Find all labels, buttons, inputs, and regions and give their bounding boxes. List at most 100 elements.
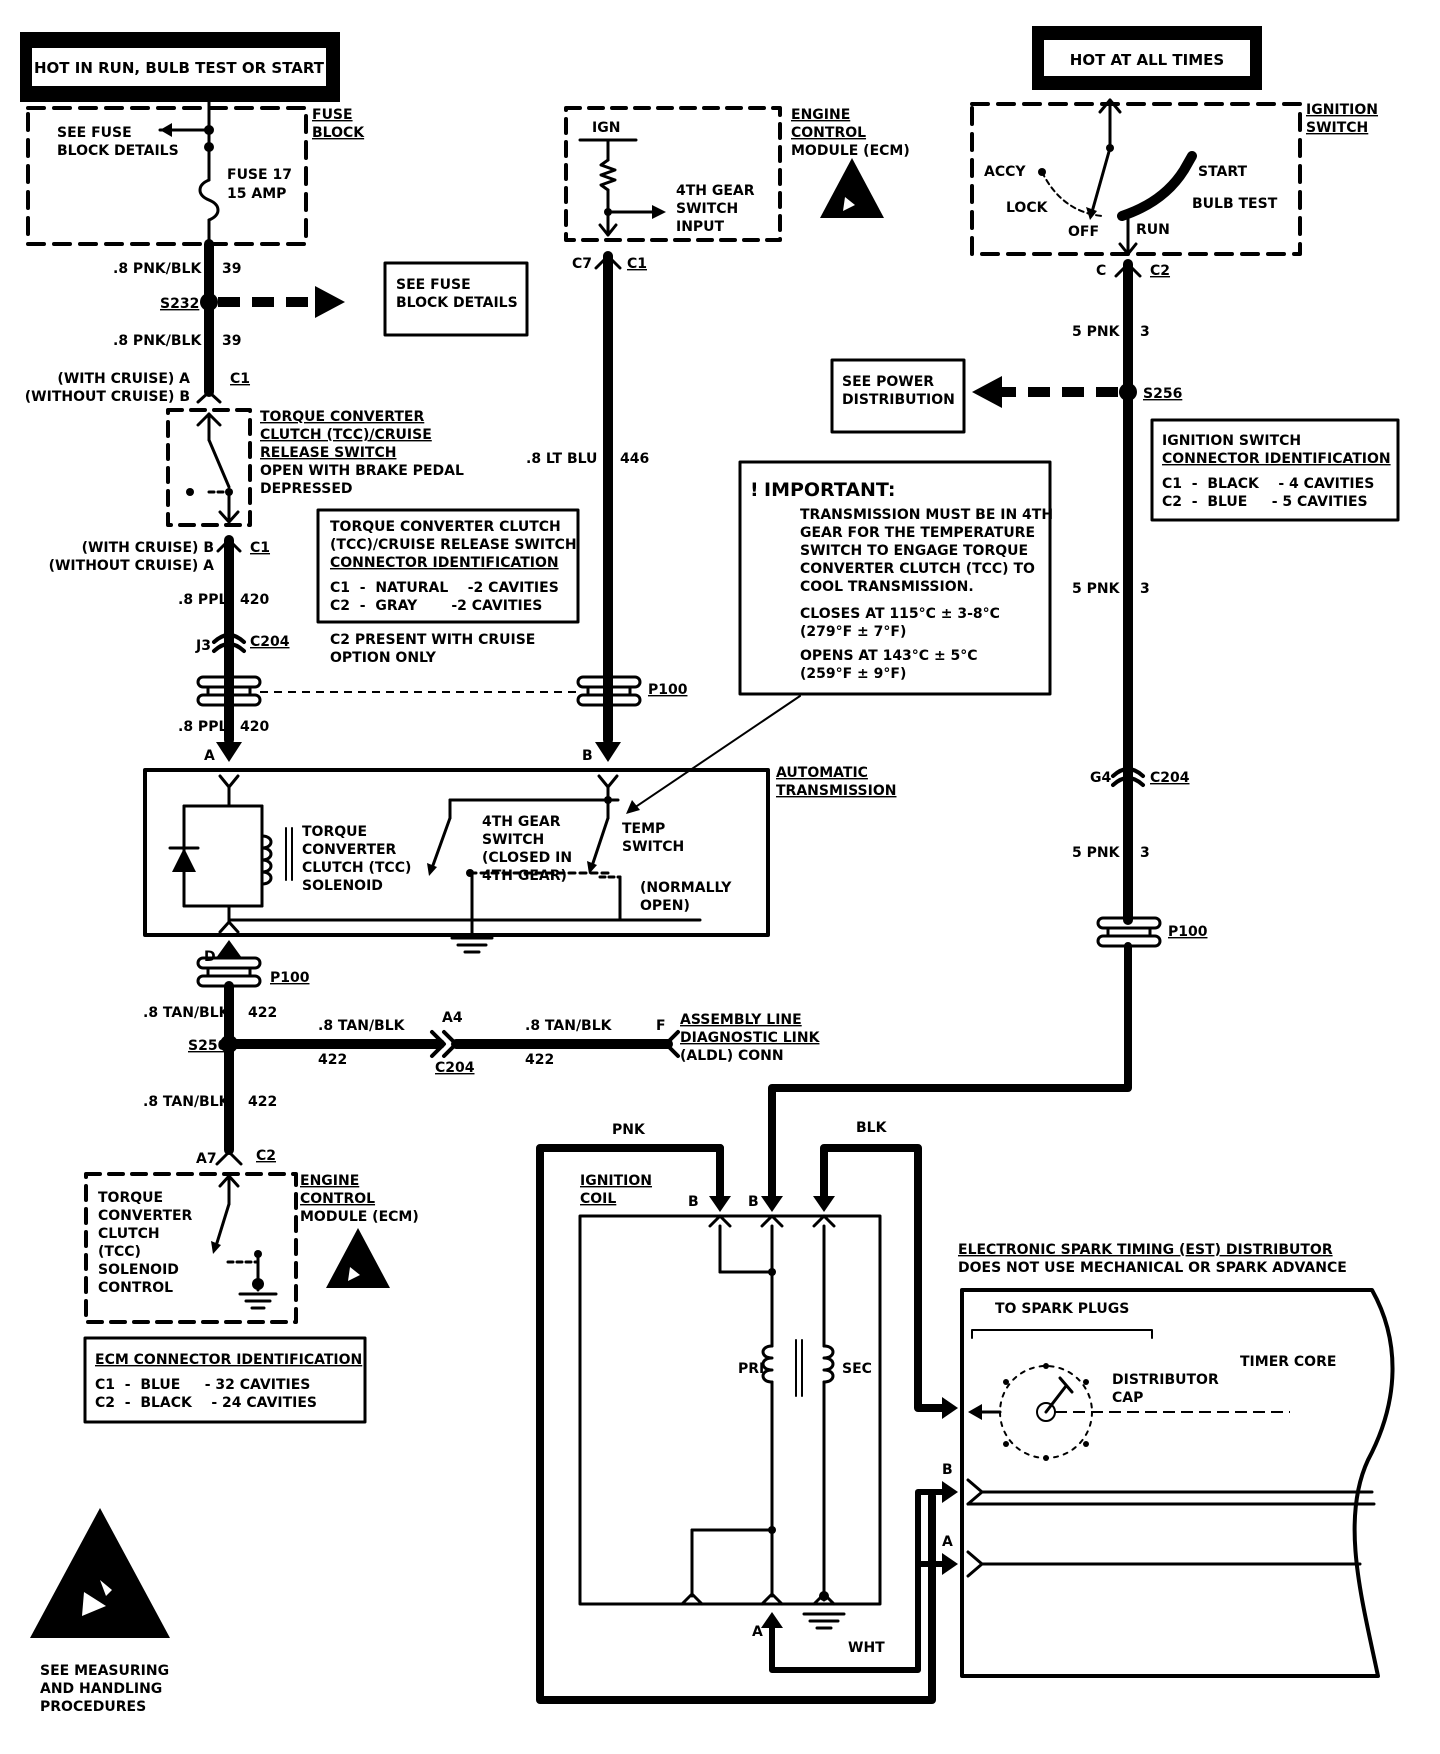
coil-pin-b1: B (688, 1194, 699, 1210)
wire-label-ppl-1: .8 PPL (178, 592, 227, 608)
header-hot-at-all-times-label: HOT AT ALL TIMES (1070, 51, 1224, 69)
ignition-connector-id-box (1150, 418, 1400, 522)
ign-label: IGN (592, 120, 620, 136)
see-power-label-1: SEE POWER (842, 374, 934, 390)
gear4-switch-label-3: (CLOSED IN (482, 850, 572, 866)
distributor-cap-label-2: CAP (1112, 1390, 1143, 1406)
tcc-id-row-c2: C2 - GRAY -2 CAVITIES (330, 598, 542, 614)
coil-pin-a: A (752, 1624, 763, 1640)
splice-s256: S256 (1143, 386, 1182, 402)
circuit-3-label-3: 3 (1140, 845, 1150, 861)
fuse-block-label: FUSE (312, 107, 353, 123)
esd-warning-icon-top (820, 158, 884, 218)
p100-label-a: P100 (648, 682, 688, 698)
spark-plugs-label: TO SPARK PLUGS (995, 1301, 1129, 1317)
important-line-3: SWITCH TO ENGAGE TORQUE (800, 543, 1028, 559)
connector-c2-ign: C2 (1150, 263, 1170, 279)
auto-trans-label-1: AUTOMATIC (776, 765, 868, 781)
important-exclamation: ! (750, 479, 759, 501)
lock-label: LOCK (1006, 200, 1049, 216)
wire-label-pnk-blk-1: .8 PNK/BLK (113, 261, 202, 277)
distributor-pin-a: A (942, 1534, 953, 1550)
ignition-switch-label-1: IGNITION (1306, 102, 1378, 118)
est-label-2: DOES NOT USE MECHANICAL OR SPARK ADVANCE (958, 1260, 1347, 1276)
connector-c2-ecm: C2 (256, 1148, 276, 1164)
tcc-switch-label-2: CLUTCH (TCC)/CRUISE (260, 427, 432, 443)
circuit-39-label-1: 39 (222, 261, 241, 277)
aldl-label-1: ASSEMBLY LINE (680, 1012, 802, 1028)
tcc-switch-label-4: OPEN WITH BRAKE PEDAL (260, 463, 464, 479)
off-label: OFF (1068, 224, 1099, 240)
ign-pin-c: C (1096, 263, 1106, 279)
important-line-8: OPENS AT 143°C ± 5°C (800, 648, 978, 664)
p100-label-b: P100 (270, 970, 310, 986)
aldl-label-3: (ALDL) CONN (680, 1048, 784, 1064)
primary-label: PRI (738, 1361, 764, 1377)
ecm-top-label-2: CONTROL (791, 125, 866, 141)
connector-a4: A4 (442, 1010, 463, 1026)
est-label-1: ELECTRONIC SPARK TIMING (EST) DISTRIBUTO… (958, 1242, 1333, 1258)
important-title: IMPORTANT: (764, 479, 895, 501)
solenoid-label-3: CLUTCH (TCC) (302, 860, 411, 876)
timer-core-label: TIMER CORE (1240, 1354, 1336, 1370)
ign-id-title-1: IGNITION SWITCH (1162, 433, 1301, 449)
coil-label-1: IGNITION (580, 1173, 652, 1189)
wire-label-tan-blk-4: .8 TAN/BLK (143, 1094, 231, 1110)
wht-label: WHT (848, 1640, 885, 1656)
temp-switch-label-1: TEMP (622, 821, 665, 837)
solenoid-label-2: CONVERTER (302, 842, 397, 858)
without-cruise-b: (WITHOUT CRUISE) B (25, 389, 190, 405)
important-line-2: GEAR FOR THE TEMPERATURE (800, 525, 1035, 541)
wire-label-pnk-blk-2: .8 PNK/BLK (113, 333, 202, 349)
ecm-input-label-3: INPUT (676, 219, 725, 235)
circuit-446-label: 446 (620, 451, 649, 467)
wire-label-tan-blk-1: .8 TAN/BLK (143, 1005, 231, 1021)
ignition-switch-label-2: SWITCH (1306, 120, 1368, 136)
automatic-transmission-box (143, 768, 770, 937)
solenoid-label-1: TORQUE (302, 824, 367, 840)
ign-id-row-c1: C1 - BLACK - 4 CAVITIES (1162, 476, 1374, 492)
ignition-coil-box (578, 1214, 882, 1606)
see-power-distribution-box (830, 358, 966, 434)
important-line-6: CLOSES AT 115°C ± 3-8°C (800, 606, 1000, 622)
ecm-lower-label-3: MODULE (ECM) (300, 1209, 419, 1225)
accy-label: ACCY (984, 164, 1026, 180)
circuit-420-label-2: 420 (240, 719, 269, 735)
circuit-422-label-4: 422 (248, 1094, 277, 1110)
ecm-id-title: ECM CONNECTOR IDENTIFICATION (95, 1352, 362, 1368)
tcc-id-title-3: CONNECTOR IDENTIFICATION (330, 555, 559, 571)
wire-label-tan-blk-2: .8 TAN/BLK (318, 1018, 406, 1034)
tcc-cruise-switch-box (166, 408, 252, 527)
fuse-17-amp-label: 15 AMP (227, 186, 286, 202)
pnk-label: PNK (612, 1122, 646, 1138)
ecm-control-label-4: (TCC) (98, 1244, 141, 1260)
ecm-input-label-1: 4TH GEAR (676, 183, 755, 199)
tcc-switch-label-1: TORQUE CONVERTER (260, 409, 424, 425)
circuit-422-label-3: 422 (525, 1052, 554, 1068)
connector-a7: A7 (196, 1151, 217, 1167)
with-cruise-b: (WITH CRUISE) B (82, 540, 214, 556)
solenoid-label-4: SOLENOID (302, 878, 383, 894)
wire-label-ppl-2: .8 PPL (178, 719, 227, 735)
auto-trans-label-2: TRANSMISSION (776, 783, 896, 799)
connector-c1-ecm: C1 (627, 256, 647, 272)
ecm-input-label-2: SWITCH (676, 201, 738, 217)
circuit-3-label-2: 3 (1140, 581, 1150, 597)
tcc-switch-label-5: DEPRESSED (260, 481, 353, 497)
connector-g4: G4 (1090, 770, 1111, 786)
tcc-connector-id-box (316, 508, 580, 624)
see-fuse-label: SEE FUSE (396, 277, 471, 293)
ecm-top-label-3: MODULE (ECM) (791, 143, 910, 159)
with-cruise-a: (WITH CRUISE) A (57, 371, 190, 387)
gear4-switch-label-1: 4TH GEAR (482, 814, 561, 830)
connector-c204-b: C204 (435, 1060, 475, 1076)
ecm-connector-id-box (83, 1336, 367, 1424)
fuse-block-box (26, 106, 308, 246)
coil-label-2: COIL (580, 1191, 616, 1207)
start-label: START (1198, 164, 1248, 180)
ecm-control-label-3: CLUTCH (98, 1226, 160, 1242)
ecm-lower-label-2: CONTROL (300, 1191, 375, 1207)
circuit-422-label-2: 422 (318, 1052, 347, 1068)
distributor-pin-b: B (942, 1462, 953, 1478)
